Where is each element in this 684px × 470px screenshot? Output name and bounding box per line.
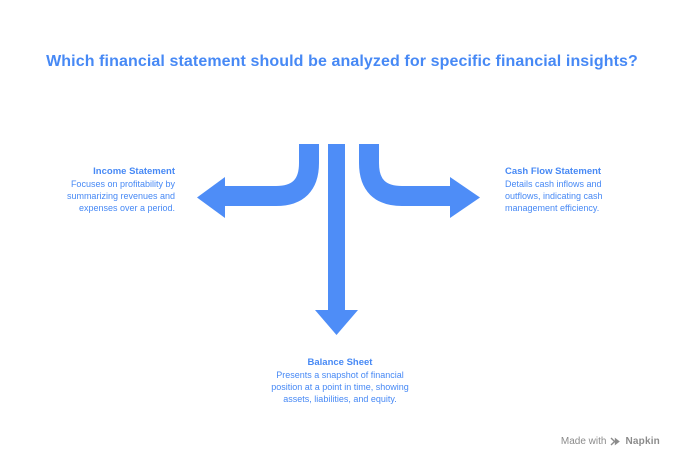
branch-cash-flow-statement: Cash Flow Statement Details cash inflows… — [505, 166, 633, 214]
branch-description: Details cash inflows and outflows, indic… — [505, 179, 603, 213]
branch-description: Focuses on profitability by summarizing … — [66, 179, 175, 213]
arrow-down — [315, 144, 358, 335]
branch-income-statement: Income Statement Focuses on profitabilit… — [38, 166, 175, 214]
made-with-label: Made with — [560, 436, 607, 447]
branch-heading: Balance Sheet — [307, 357, 373, 368]
arrow-left — [197, 144, 319, 218]
branch-heading: Income Statement — [93, 166, 175, 177]
arrow-right — [359, 144, 480, 218]
branch-balance-sheet: Balance Sheet Presents a snapshot of fin… — [262, 357, 418, 405]
napkin-logo-icon — [610, 437, 621, 446]
napkin-watermark-link[interactable]: Made with Napkin — [561, 436, 660, 447]
branch-heading: Cash Flow Statement — [505, 166, 602, 177]
napkin-brand-label: Napkin — [625, 436, 660, 447]
branch-description: Presents a snapshot of financial positio… — [271, 370, 409, 404]
diagram-title: Which financial statement should be anal… — [46, 53, 638, 70]
